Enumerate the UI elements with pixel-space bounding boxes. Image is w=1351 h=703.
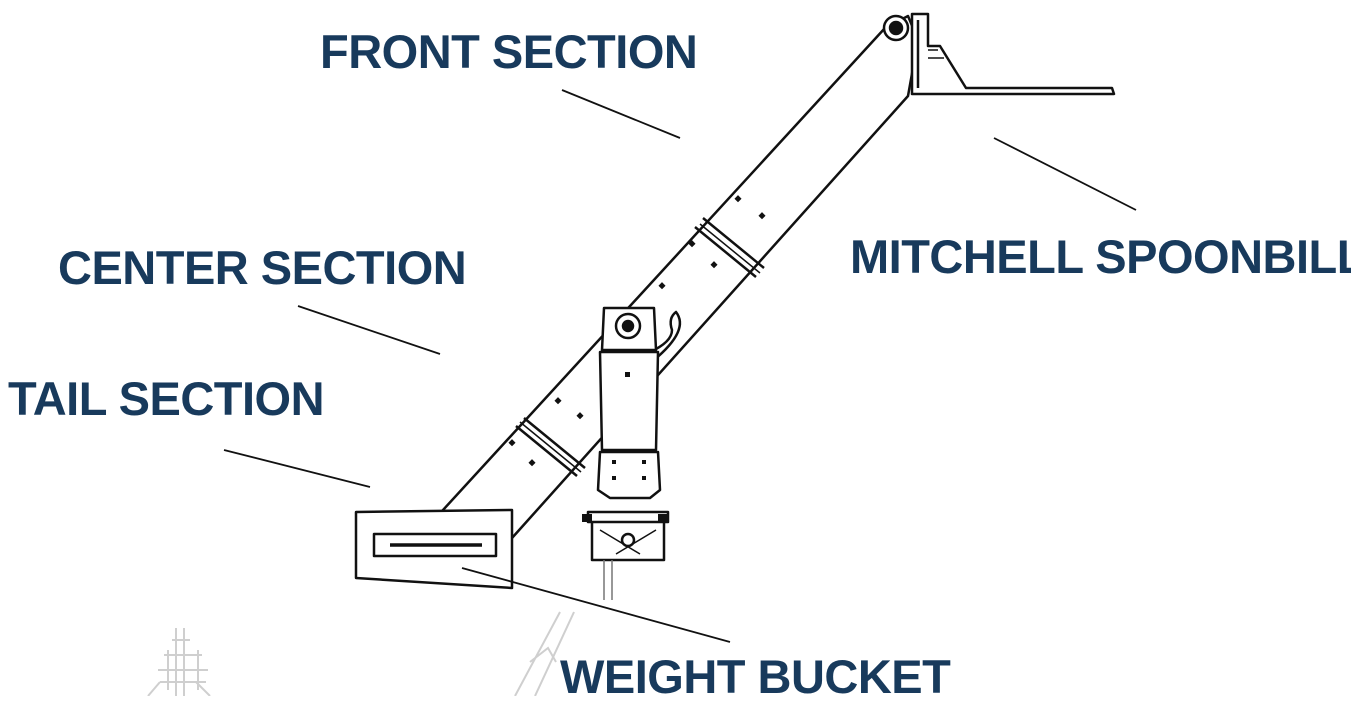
stand-silhouette (147, 611, 575, 696)
spoonbill-leader (993, 137, 1137, 211)
center-section-leader (297, 305, 441, 355)
mitchell-spoonbill-bracket (910, 12, 1116, 96)
mitchell-spoonbill-label: MITCHELL SPOONBILL (850, 230, 1351, 283)
front-section-leader (561, 89, 681, 139)
weight-bucket-label: WEIGHT BUCKET (560, 650, 951, 703)
weight-bucket-leader (461, 567, 731, 643)
leader-lines (223, 89, 1137, 643)
front-section-label: FRONT SECTION (320, 25, 698, 78)
crane-arm (430, 14, 920, 540)
center-section-label: CENTER SECTION (58, 241, 467, 294)
weight-bucket (354, 508, 514, 590)
arm-rivets (508, 195, 766, 467)
tail-section-leader (223, 449, 371, 488)
center-mount (582, 306, 682, 600)
tail-section-label: TAIL SECTION (8, 372, 325, 425)
